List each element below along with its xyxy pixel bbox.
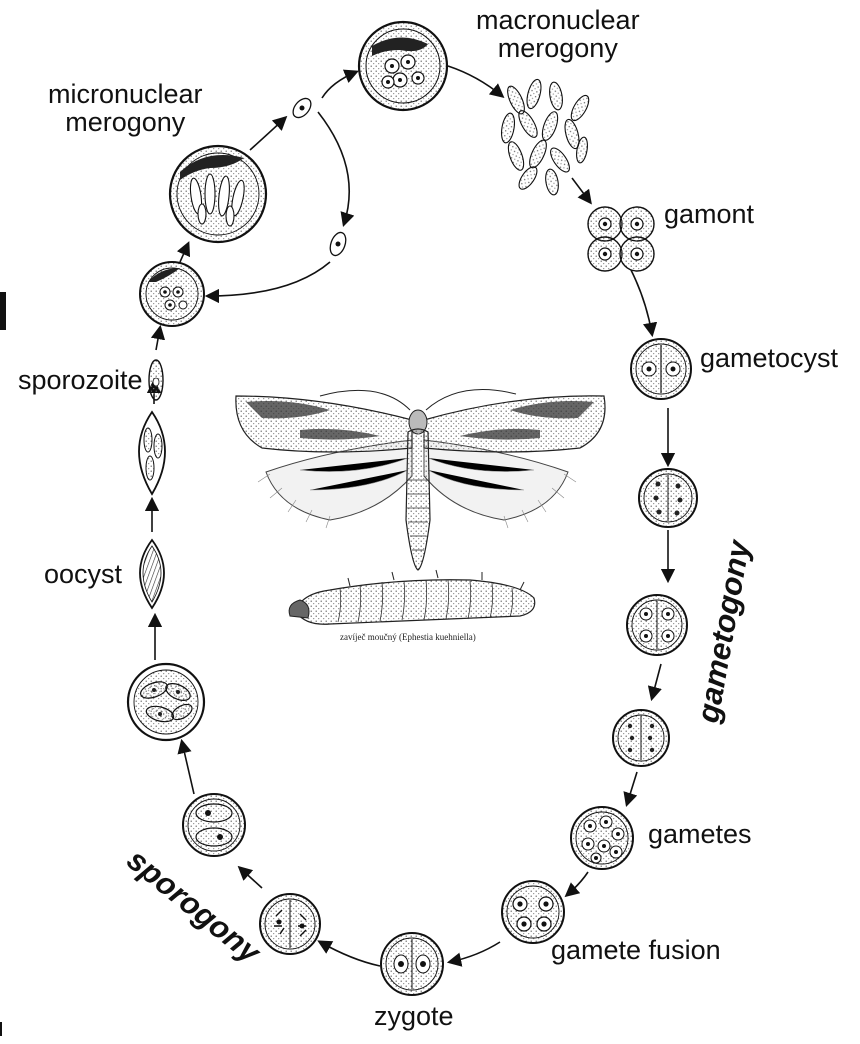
micro-merogony-cyst-icon [170, 146, 266, 242]
arrow-back-to-small-cyst [208, 262, 330, 296]
label-gamont: gamont [664, 200, 754, 228]
macro-merozoites-icon [499, 78, 592, 196]
edge-mark [0, 1022, 8, 1036]
oocyst-cyst-icon [128, 664, 204, 740]
arrow-micro-zoite-down [318, 112, 349, 224]
arrow-to-gametocyst [631, 270, 652, 334]
sporogony-stage-1-icon [260, 894, 320, 954]
arrow-to-oocyst-cyst [182, 742, 194, 794]
gametocyst-icon [631, 339, 691, 399]
moth-illustration [236, 390, 605, 570]
sporozoite-icon [149, 360, 163, 400]
arrow-to-macro-merogony [448, 66, 502, 96]
arrow-gametogony-2 [652, 664, 661, 698]
arrow-to-sporogony-1 [320, 942, 380, 966]
micro-zoite-upper-icon [290, 95, 315, 121]
arrow-to-gametes [627, 772, 637, 804]
gamete-fusion-icon [502, 881, 564, 943]
caterpillar-illustration [289, 570, 535, 624]
arrow-to-gamont [572, 178, 590, 202]
label-macronuclear-merogony: macronuclear merogony [476, 6, 640, 62]
arrow-to-top-cyst [322, 72, 356, 98]
edge-bar [0, 292, 6, 330]
top-cyst-icon [359, 22, 447, 110]
arrow-to-small-cyst [156, 328, 160, 350]
label-sporozoite: sporozoite [18, 366, 143, 394]
sporogony-stage-2-icon [183, 794, 245, 856]
arrow-to-zygote [450, 942, 500, 962]
gametogony-stage-2-icon [627, 595, 687, 655]
arrow-to-gamete-fusion [567, 872, 588, 895]
micro-zoite-lower-icon [327, 230, 348, 257]
sporocyst-icon [139, 412, 165, 494]
label-gamete-fusion: gamete fusion [551, 936, 721, 964]
label-gametes: gametes [648, 820, 752, 848]
small-cyst-icon [140, 262, 204, 326]
arrow-to-micro-zoite [250, 118, 285, 150]
label-micronuclear-merogony: micronuclear merogony [48, 80, 203, 136]
label-zygote: zygote [374, 1002, 454, 1030]
moth-caption: zavíječ moučný (Ephestia kuehniella) [340, 632, 476, 642]
label-oocyst: oocyst [44, 560, 122, 588]
arrow-to-sporogony-2 [240, 868, 262, 888]
gametes-icon [571, 807, 633, 869]
zygote-icon [381, 933, 443, 995]
gamont-icon [588, 207, 654, 271]
label-gametocyst: gametocyst [700, 344, 838, 372]
arrow-to-micro-merogony [180, 244, 188, 262]
gametogony-stage-3-icon [613, 710, 669, 766]
gametogony-stage-1-icon [639, 469, 697, 527]
oocyst-icon [140, 540, 164, 608]
